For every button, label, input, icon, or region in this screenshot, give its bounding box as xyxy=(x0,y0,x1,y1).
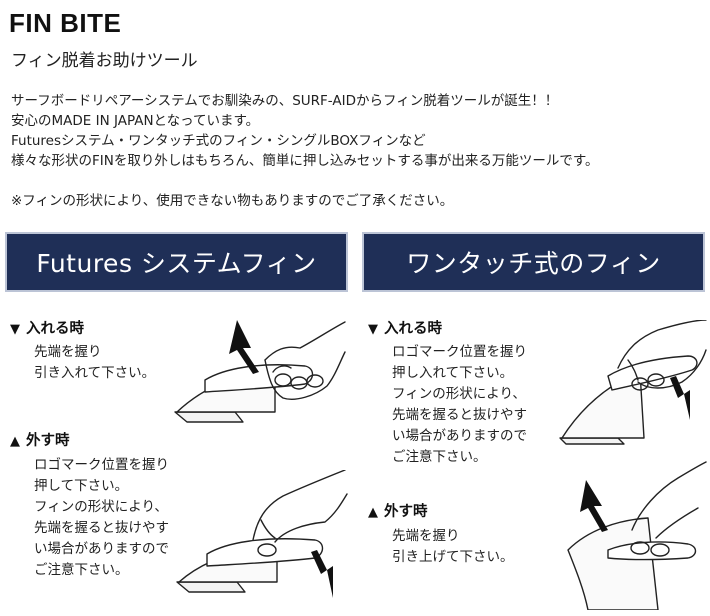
right-remove-instructions: 先端を握り 引き上げて下さい。 xyxy=(392,526,514,568)
instruction-line: 押して下さい。 xyxy=(34,478,129,494)
right-remove-illustration xyxy=(548,460,708,610)
right-insert-illustration xyxy=(548,320,708,450)
arrow-up-left-icon xyxy=(580,480,608,532)
instruction-line: 引き入れて下さい。 xyxy=(34,365,156,381)
instruction-line: ご注意下さい。 xyxy=(34,562,129,578)
arrow-down-right-icon xyxy=(670,376,690,420)
instruction-line: 引き上げて下さい。 xyxy=(392,549,514,565)
up-triangle-icon: ▲ xyxy=(368,505,378,520)
heading-label: 外す時 xyxy=(384,504,428,520)
left-remove-illustration xyxy=(165,470,350,605)
right-insert-instructions: ロゴマーク位置を握り 押し入れて下さい。 フィンの形状により、 先端を握ると抜け… xyxy=(392,342,527,468)
intro-line: サーフボードリペアーシステムでお馴染みの、SURF-AIDからフィン脱着ツールが… xyxy=(11,93,559,109)
hand-fin-drawing xyxy=(176,470,348,598)
instruction-line: い場合がありますので xyxy=(34,541,169,557)
page-title: FIN BITE xyxy=(9,8,122,38)
instruction-line: 押し入れて下さい。 xyxy=(392,365,514,381)
heading-label: 入れる時 xyxy=(26,321,84,337)
right-insert-heading: ▼ 入れる時 xyxy=(368,317,442,338)
page-subtitle: フィン脱着お助けツール xyxy=(11,51,198,71)
left-insert-heading: ▼ 入れる時 xyxy=(10,317,84,338)
instruction-line: ロゴマーク位置を握り xyxy=(392,344,527,360)
down-triangle-icon: ▼ xyxy=(10,322,20,337)
right-remove-heading: ▲ 外す時 xyxy=(368,500,428,521)
instruction-line: 先端を握ると抜けやす xyxy=(392,407,527,423)
instruction-line: い場合がありますので xyxy=(392,428,527,444)
heading-label: 外す時 xyxy=(26,433,70,449)
instruction-line: フィンの形状により、 xyxy=(392,386,526,402)
one-touch-fin-banner: ワンタッチ式のフィン xyxy=(362,232,705,292)
left-insert-instructions: 先端を握り 引き入れて下さい。 xyxy=(34,342,155,384)
left-remove-instructions: ロゴマーク位置を握り 押して下さい。 フィンの形状により、 先端を握ると抜けやす… xyxy=(34,455,169,581)
futures-fin-banner: Futures システムフィン xyxy=(5,232,348,292)
down-triangle-icon: ▼ xyxy=(368,322,378,337)
hand-fin-drawing xyxy=(559,320,707,445)
hand-fin-drawing xyxy=(174,320,346,423)
instruction-line: ロゴマーク位置を握り xyxy=(34,457,169,473)
left-insert-illustration xyxy=(165,300,350,435)
intro-line: 様々な形状のFINを取り外しはもちろん、簡単に押し込みセットする事が出来る万能ツ… xyxy=(11,153,599,169)
arrow-down-right-icon xyxy=(311,550,333,598)
instruction-line: 先端を握り xyxy=(34,344,102,360)
intro-line: 安心のMADE IN JAPANとなっています。 xyxy=(11,113,260,129)
usage-note: ※フィンの形状により、使用できない物もありますのでご了承ください。 xyxy=(11,193,454,209)
hand-fin-drawing xyxy=(567,461,707,610)
instruction-line: 先端を握ると抜けやす xyxy=(34,520,169,536)
intro-line: Futuresシステム・ワンタッチ式のフィン・シングルBOXフィンなど xyxy=(11,133,426,149)
left-remove-heading: ▲ 外す時 xyxy=(10,429,70,450)
up-triangle-icon: ▲ xyxy=(10,434,20,449)
arrow-up-left-icon xyxy=(229,320,259,374)
instruction-line: 先端を握り xyxy=(392,528,460,544)
heading-label: 入れる時 xyxy=(384,321,442,337)
instruction-line: フィンの形状により、 xyxy=(34,499,168,515)
intro-text: サーフボードリペアーシステムでお馴染みの、SURF-AIDからフィン脱着ツールが… xyxy=(11,91,599,171)
instruction-line: ご注意下さい。 xyxy=(392,449,487,465)
